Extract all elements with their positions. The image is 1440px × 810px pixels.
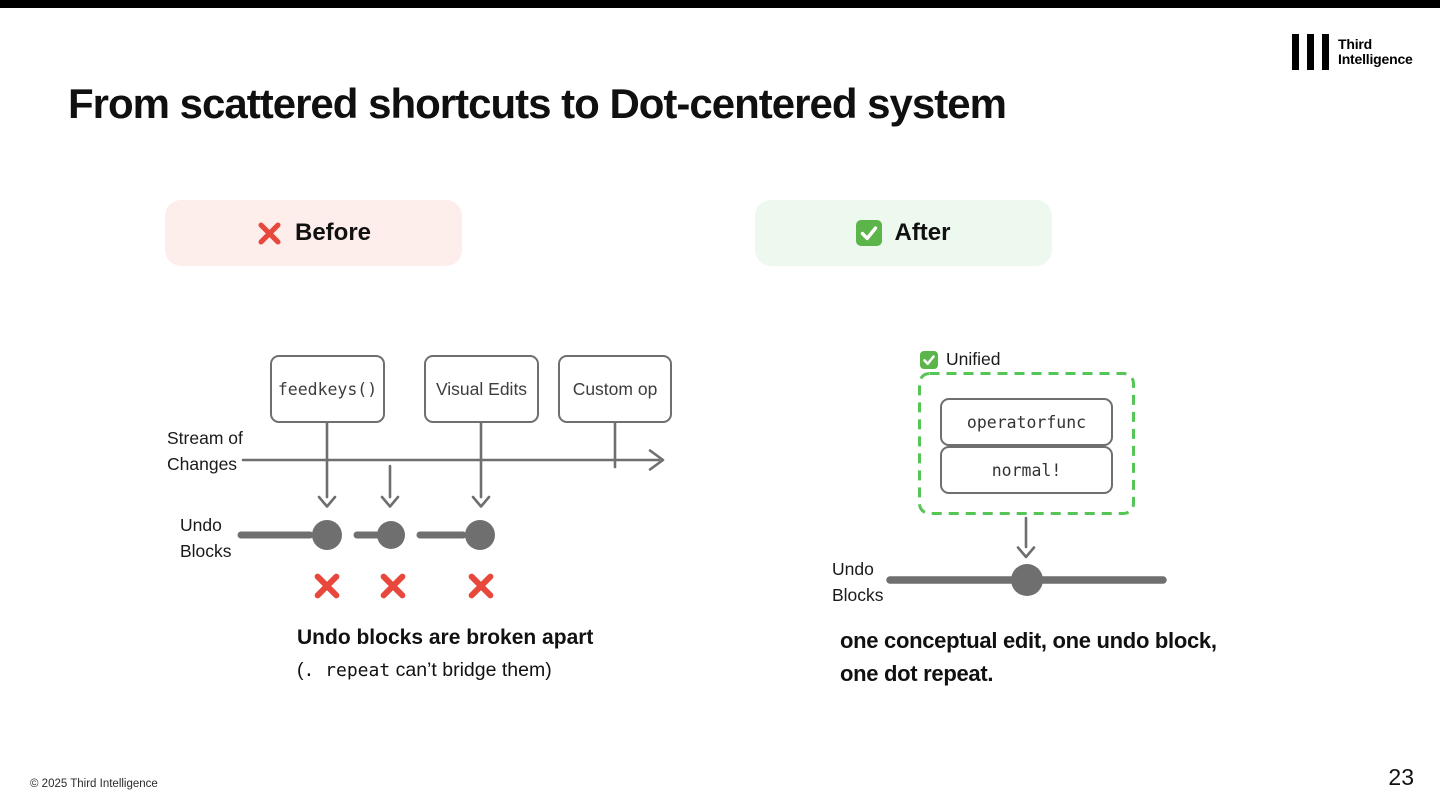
cross-mark-icon bbox=[468, 573, 494, 599]
stream-of-changes-label: Stream of Changes bbox=[167, 428, 243, 474]
after-caption: one conceptual edit, one undo block, one… bbox=[840, 624, 1217, 690]
logo-bars-icon bbox=[1292, 34, 1329, 70]
page-title: From scattered shortcuts to Dot-centered… bbox=[68, 80, 1007, 127]
cross-mark-icon bbox=[258, 221, 281, 245]
box-normal: normal! bbox=[940, 446, 1113, 494]
undo-blocks-label-right: Undo Blocks bbox=[832, 559, 884, 605]
before-caption: Undo blocks are broken apart (. repeat c… bbox=[297, 626, 593, 682]
stream-arrowhead-icon bbox=[648, 449, 665, 471]
undo-dot-right bbox=[1011, 564, 1043, 596]
after-caption-line2: one dot repeat. bbox=[840, 661, 994, 686]
down-arrow-feedkeys-icon bbox=[317, 421, 337, 508]
before-badge: Before bbox=[165, 200, 462, 266]
company-logo: Third Intelligence bbox=[1292, 34, 1413, 70]
unified-label: Unified bbox=[920, 349, 1000, 370]
check-box-icon bbox=[856, 220, 883, 246]
cross-mark-icon bbox=[314, 573, 340, 599]
page-number: 23 bbox=[1388, 764, 1414, 790]
check-box-icon bbox=[920, 350, 938, 369]
cross-mark-icon bbox=[380, 573, 406, 599]
before-label: Before bbox=[294, 219, 372, 246]
undo-dot-3 bbox=[465, 520, 495, 550]
box-feedkeys: feedkeys() bbox=[270, 355, 385, 423]
logo-text: Third Intelligence bbox=[1338, 37, 1413, 67]
undo-dot-1 bbox=[312, 520, 342, 550]
top-accent-bar bbox=[0, 0, 1440, 8]
before-caption-line1: Undo blocks are broken apart bbox=[297, 626, 594, 649]
after-label: After bbox=[894, 219, 951, 246]
box-operatorfunc: operatorfunc bbox=[940, 398, 1113, 446]
down-arrow-visual-edits-icon bbox=[471, 421, 491, 508]
undo-dot-2 bbox=[377, 521, 405, 549]
box-visual-edits: Visual Edits bbox=[424, 355, 539, 423]
after-badge: After bbox=[755, 200, 1052, 266]
logo-line2: Intelligence bbox=[1338, 51, 1413, 67]
down-arrow-unified-icon bbox=[1016, 516, 1036, 559]
before-caption-line2: (. repeat can’t bridge them) bbox=[297, 659, 552, 681]
dot-repeat-code: . repeat bbox=[303, 660, 391, 681]
down-arrow-middle-icon bbox=[380, 464, 400, 508]
logo-line1: Third bbox=[1338, 36, 1372, 52]
copyright-text: © 2025 Third Intelligence bbox=[30, 778, 158, 790]
after-caption-line1: one conceptual edit, one undo block, bbox=[840, 628, 1217, 653]
box-custom-op: Custom op bbox=[558, 355, 672, 423]
undo-blocks-label-left: Undo Blocks bbox=[180, 515, 232, 561]
